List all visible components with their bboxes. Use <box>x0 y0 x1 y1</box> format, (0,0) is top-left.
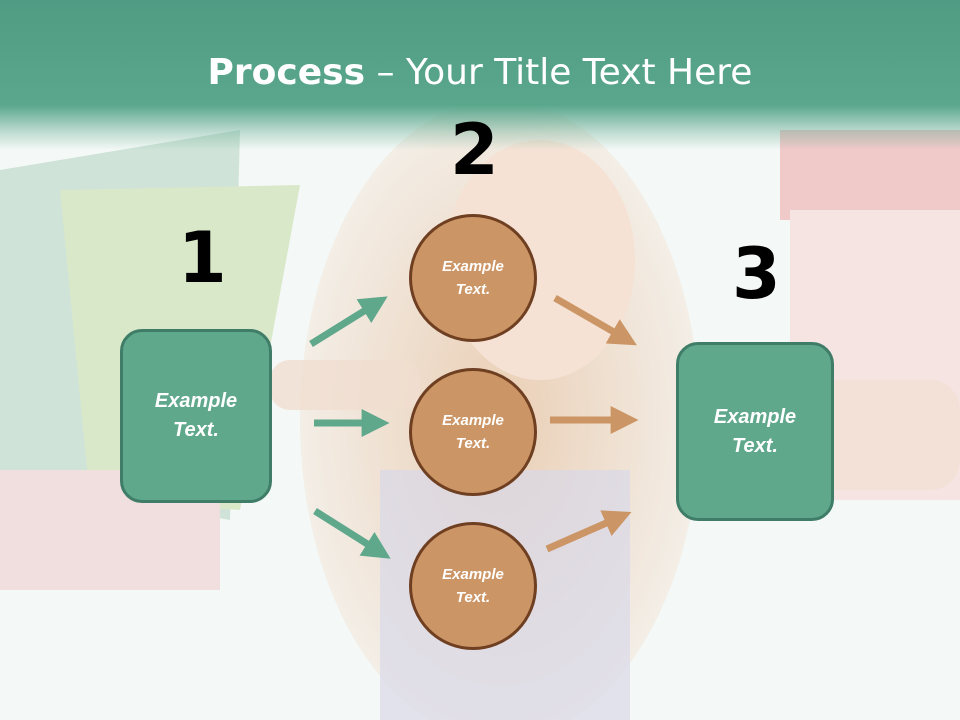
circle-middle-label: Example Text. <box>442 412 504 452</box>
title-bold: Process <box>207 52 366 93</box>
step-number-1: 1 <box>178 217 227 299</box>
circle-bottom-label: Example Text. <box>442 566 504 606</box>
arrow-top-to-right <box>553 294 637 346</box>
circle-middle: Example Text. <box>409 368 537 496</box>
step-number-2: 2 <box>450 109 499 191</box>
arrow-left-to-top <box>309 296 388 347</box>
right-box: Example Text. <box>676 342 834 521</box>
right-box-label: Example Text. <box>713 405 797 457</box>
step-number-3: 3 <box>732 233 781 315</box>
circle-bottom: Example Text. <box>409 522 537 650</box>
circle-top-label: Example Text. <box>442 258 504 298</box>
left-box: Example Text. <box>120 329 272 503</box>
left-box-label: Example Text. <box>154 390 238 441</box>
slide-title: Process – Your Title Text Here <box>0 52 960 93</box>
arrow-bottom-to-right <box>545 510 632 553</box>
title-rest: – Your Title Text Here <box>365 52 753 93</box>
arrow-left-to-bottom <box>313 508 391 559</box>
circle-top: Example Text. <box>409 214 537 342</box>
header-band <box>0 0 960 150</box>
